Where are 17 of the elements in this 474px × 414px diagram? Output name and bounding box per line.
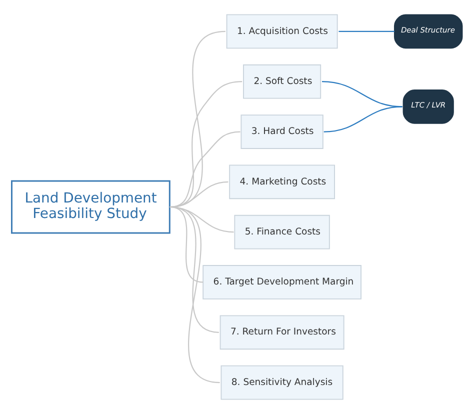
node-box: 4. Marketing Costs	[229, 164, 335, 200]
node-box: 2. Soft Costs	[243, 64, 322, 99]
connector	[170, 131, 240, 208]
node-box: 1. Acquisition Costs	[226, 14, 338, 49]
node-box: 6. Target Development Margin	[202, 265, 362, 300]
connector	[170, 206, 220, 384]
connector	[170, 206, 219, 333]
node-box: Land Development Feasibility Study	[11, 180, 170, 234]
connector	[170, 81, 242, 208]
connector	[324, 106, 402, 132]
node-box: 5. Finance Costs	[234, 214, 330, 250]
node-box: 7. Return For Investors	[220, 315, 344, 350]
node-box: LTC / LVR	[402, 90, 454, 124]
node-box: Deal Structure	[394, 14, 463, 49]
connector	[338, 30, 394, 32]
node-box: 8. Sensitivity Analysis	[220, 365, 344, 400]
node-box: 3. Hard Costs	[240, 114, 324, 149]
